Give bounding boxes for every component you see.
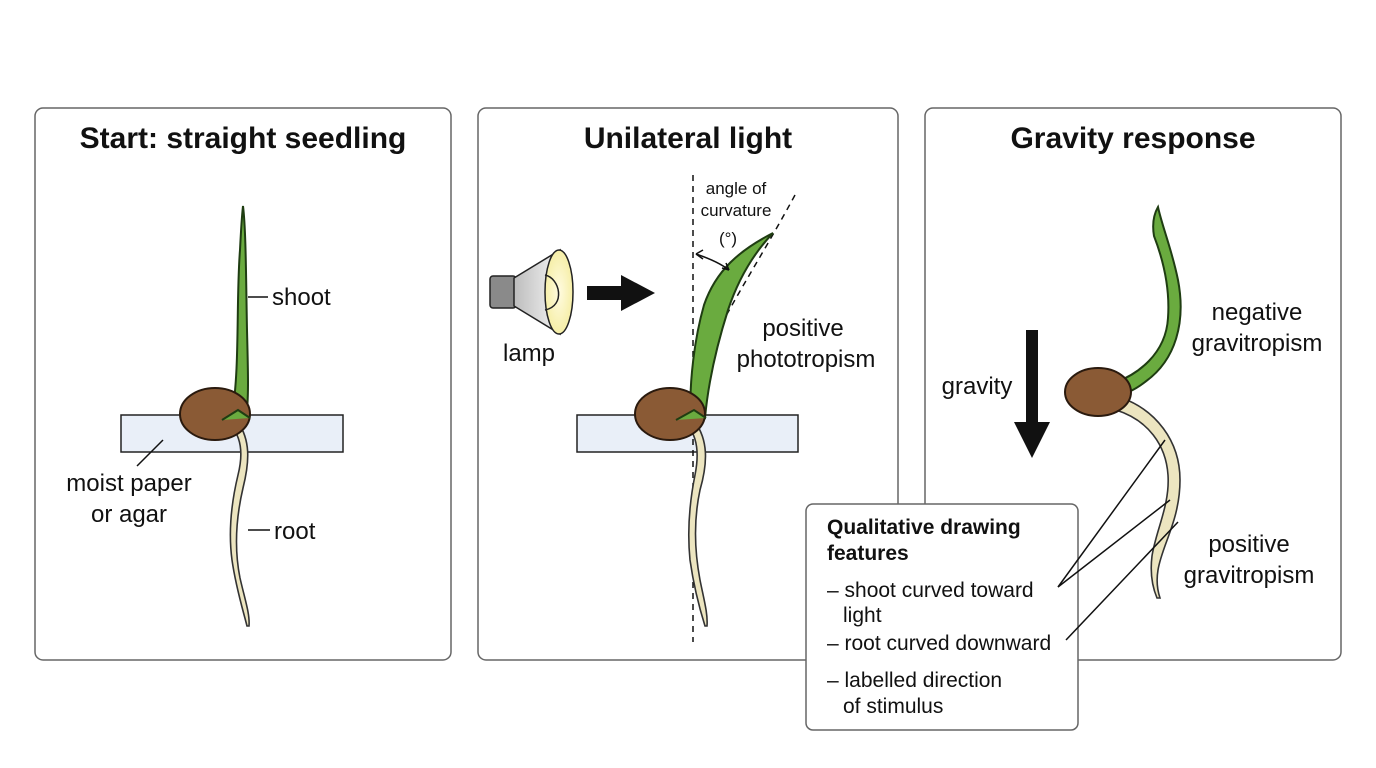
panel-start-straight-seedling: Start: straight seedling shoot root mois… <box>34 107 452 661</box>
notes-item-1-line-1: – shoot curved toward <box>827 579 1034 602</box>
curvature-angle-arc <box>695 253 730 271</box>
root-shape <box>229 420 250 627</box>
panel-2-title: Unilateral light <box>584 122 792 155</box>
lamp-icon <box>489 248 574 336</box>
root-label: root <box>274 518 316 545</box>
substrate-label-line-1: moist paper <box>66 470 191 497</box>
qualitative-features-box: Qualitative drawing features – shoot cur… <box>805 439 1179 731</box>
angle-label-line-2: curvature <box>701 201 772 220</box>
angle-arc-arrowhead-right <box>721 262 730 271</box>
panel-unilateral-light: Unilateral light lamp angle of curvature… <box>477 107 899 661</box>
shoot-shape-curved <box>688 232 774 420</box>
angle-label-line-1: angle of <box>706 179 767 198</box>
angle-arc-arrowhead-left <box>695 249 704 260</box>
positive-gravitropism-label-line-2: gravitropism <box>1184 562 1315 589</box>
seedling-sprout-base-2 <box>675 408 707 421</box>
angle-unit-label: (°) <box>719 229 737 248</box>
light-direction-arrow <box>587 275 655 311</box>
root-shape-3 <box>1114 397 1181 599</box>
seed-3 <box>1064 367 1132 417</box>
panel-3-title: Gravity response <box>1010 122 1255 155</box>
notes-leader-line-1 <box>1057 439 1166 588</box>
shoot-label: shoot <box>272 284 331 311</box>
notes-leader-line-2 <box>1057 499 1171 588</box>
notes-box-frame <box>805 503 1079 731</box>
seed-2 <box>634 387 706 441</box>
lamp-label: lamp <box>503 340 555 367</box>
negative-gravitropism-label-line-1: negative <box>1212 299 1303 326</box>
notes-item-2-line-1: – root curved downward <box>827 632 1051 655</box>
seedling-sprout-base <box>221 408 251 421</box>
notes-item-3-line-1: – labelled direction <box>827 669 1002 692</box>
root-shape-2 <box>686 420 708 627</box>
gravity-direction-arrow <box>1014 330 1050 458</box>
substrate-leader-line <box>136 439 164 467</box>
positive-gravitropism-label-line-1: positive <box>1208 531 1289 558</box>
panel-1-title: Start: straight seedling <box>80 122 407 155</box>
substrate-label-line-2: or agar <box>91 501 167 528</box>
shoot-shape-upward <box>1103 204 1182 400</box>
shoot-shape <box>230 205 249 420</box>
phototropism-label-line-2: phototropism <box>737 346 876 373</box>
seed <box>179 387 251 441</box>
phototropism-label-line-1: positive <box>762 315 843 342</box>
notes-title-line-2: features <box>827 542 909 565</box>
notes-leader-line-3 <box>1065 521 1179 641</box>
gravity-label: gravity <box>942 373 1013 400</box>
negative-gravitropism-label-line-2: gravitropism <box>1192 330 1323 357</box>
notes-item-3-line-2: of stimulus <box>843 695 943 718</box>
panel-2-frame <box>477 107 899 661</box>
notes-title-line-1: Qualitative drawing <box>827 516 1021 539</box>
notes-item-1-line-2: light <box>843 604 882 627</box>
